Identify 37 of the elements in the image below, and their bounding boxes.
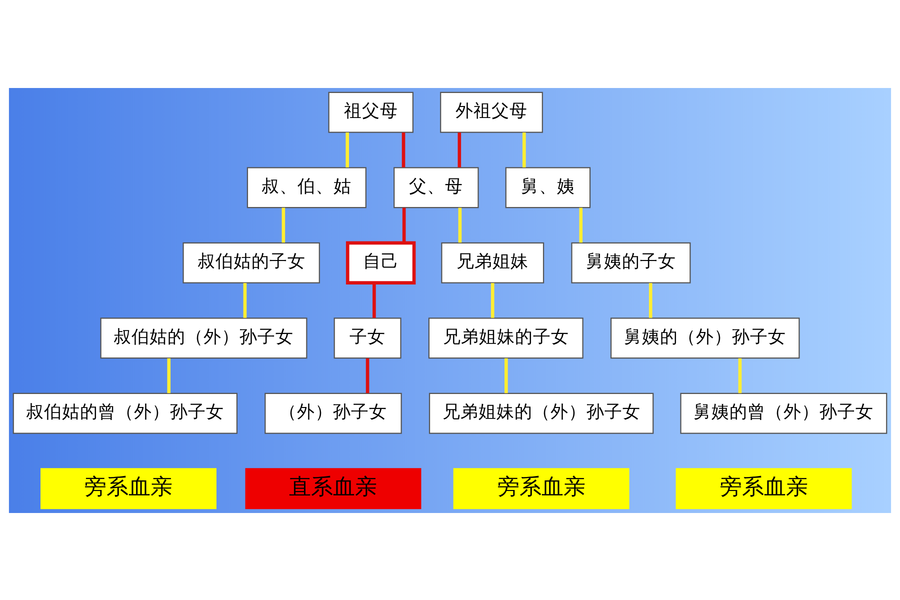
- node-box: 旁系血亲: [40, 468, 216, 509]
- node-box: 子女: [334, 317, 402, 358]
- connector: [579, 207, 583, 242]
- connector: [490, 282, 494, 318]
- connector: [738, 358, 742, 393]
- node-box: 舅姨的子女: [571, 242, 691, 283]
- node-box: 自己: [346, 240, 416, 284]
- connector: [402, 207, 406, 242]
- node-box: 祖父母: [328, 91, 414, 132]
- connector: [522, 132, 526, 167]
- node-box: 叔伯姑的（外）孙子女: [100, 317, 308, 358]
- node-box: （外）孙子女: [264, 392, 402, 434]
- node-box: 父、母: [394, 166, 479, 208]
- connector: [346, 132, 349, 167]
- node-box: 旁系血亲: [676, 468, 852, 509]
- node-box: 兄弟姐妹的（外）孙子女: [428, 392, 654, 434]
- node-box: 舅姨的曾（外）孙子女: [680, 392, 888, 434]
- connector: [243, 282, 247, 318]
- connector: [648, 282, 652, 318]
- node-box: 直系血亲: [245, 468, 422, 509]
- node-box: 叔、伯、姑: [246, 166, 366, 208]
- connector: [458, 207, 462, 242]
- connector: [366, 358, 370, 393]
- node-box: 叔伯姑的曾（外）孙子女: [12, 392, 238, 434]
- node-box: 兄弟姐妹的子女: [428, 317, 584, 358]
- connector: [504, 358, 508, 393]
- connector: [167, 358, 171, 393]
- connector: [372, 282, 376, 318]
- node-box: 外祖父母: [440, 91, 543, 132]
- node-box: 舅姨的（外）孙子女: [610, 317, 800, 358]
- connector: [458, 132, 462, 167]
- node-box: 兄弟姐妹: [441, 242, 544, 283]
- connector: [402, 132, 406, 167]
- connector: [282, 207, 286, 242]
- node-box: 叔伯姑的子女: [182, 242, 320, 283]
- node-box: 旁系血亲: [453, 468, 630, 509]
- node-box: 舅、姨: [505, 166, 591, 208]
